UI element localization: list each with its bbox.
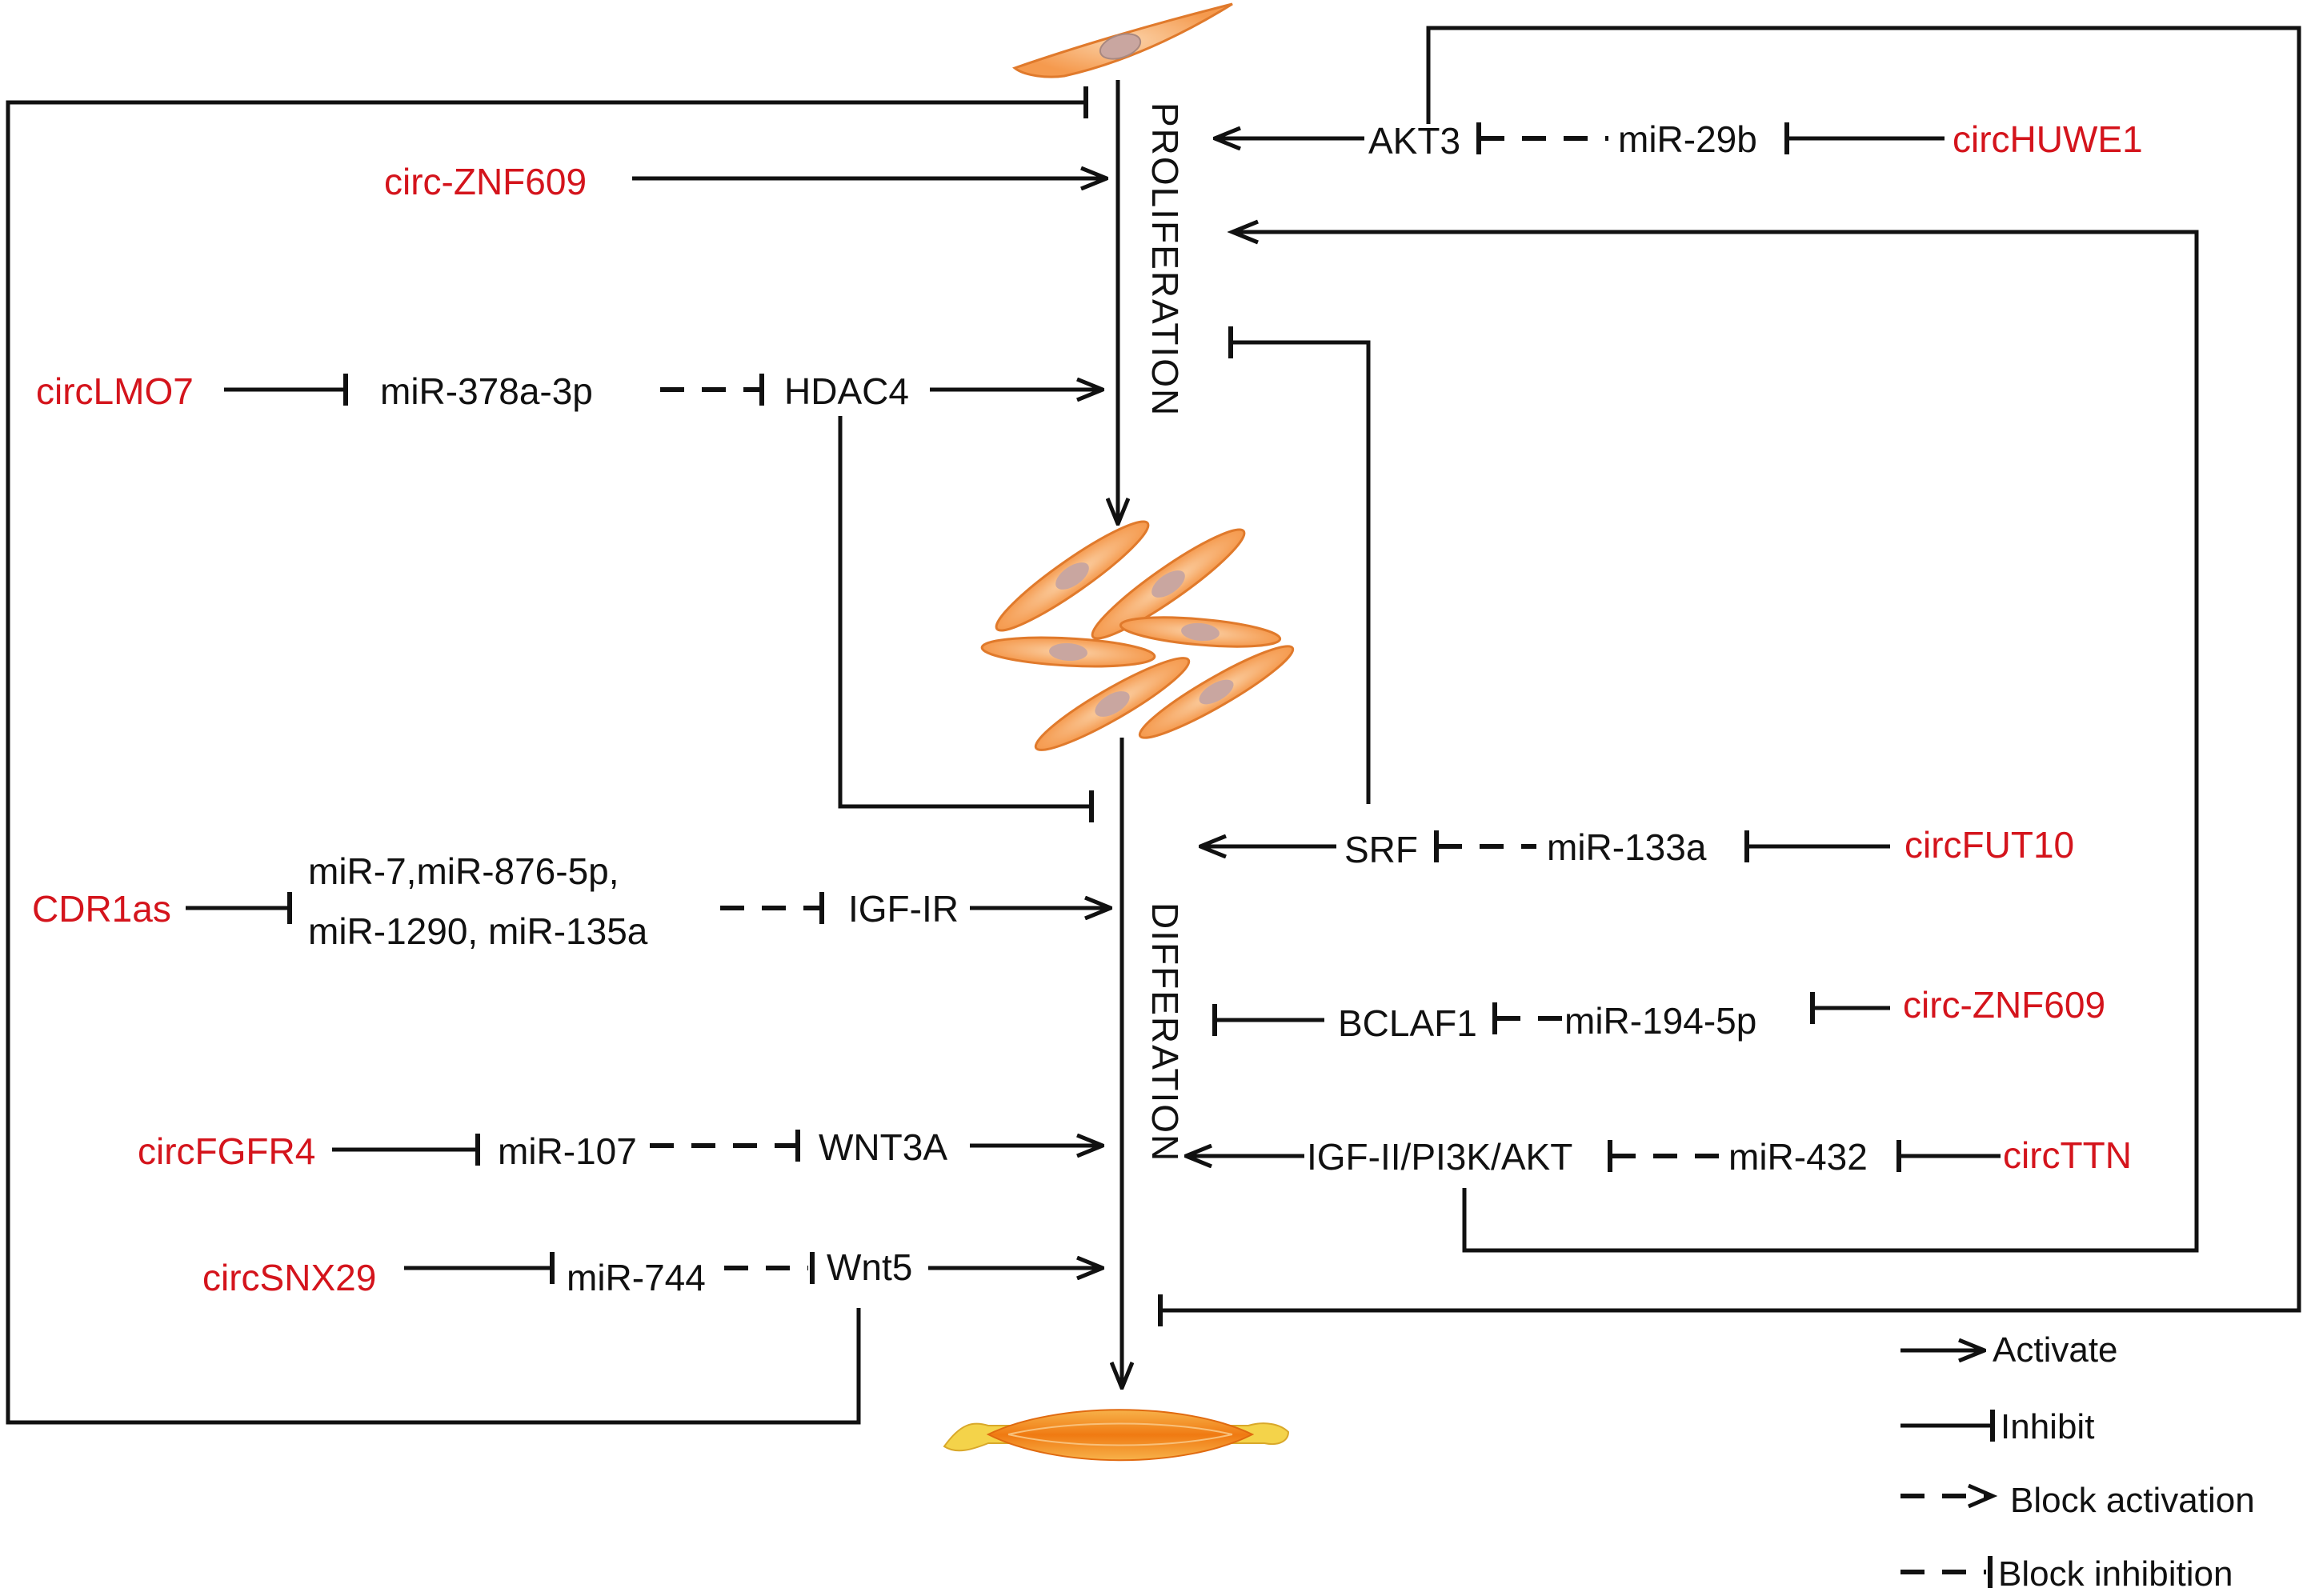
cdr1as-mirna-line2: miR-1290, miR-135a — [308, 910, 648, 952]
circfut10-label: circFUT10 — [1904, 824, 2074, 866]
proliferation-label: PROLIFERATION — [1144, 102, 1186, 417]
igf-ii-pi3k-akt-feedback-activate-line — [1227, 219, 2199, 1253]
mir-107-label: miR-107 — [498, 1130, 637, 1172]
mir-133a-label: miR-133a — [1547, 826, 1707, 868]
cdr1as-mirna-line1: miR-7,miR-876-5p, — [308, 850, 619, 892]
mir-194-5p-label: miR-194-5p — [1564, 1000, 1756, 1042]
legend-block-inhibition-label: Block inhibition — [1998, 1554, 2233, 1594]
circfgfr4-inhibit-line — [332, 1134, 480, 1166]
legend-block-inhibition: Block inhibition — [1900, 1554, 2233, 1594]
legend-block-activation-label: Block activation — [2010, 1481, 2255, 1520]
mir194-block-inhibition-line — [1492, 1002, 1564, 1034]
circfut10-inhibit-line — [1744, 830, 1890, 862]
bclaf1-inhibit-line — [1212, 1004, 1324, 1036]
legend-activate: Activate — [1900, 1330, 2118, 1370]
mir744-block-inhibition-line — [724, 1252, 815, 1284]
circsnx29-label: circSNX29 — [202, 1257, 376, 1298]
wnt5-label: Wnt5 — [827, 1246, 912, 1288]
hdac4-label: HDAC4 — [784, 370, 909, 412]
legend-activate-label: Activate — [1993, 1330, 2118, 1370]
cdr1as-mirna-block-inhibition-line — [720, 892, 824, 924]
legend-inhibit: Inhibit — [1900, 1407, 2094, 1446]
differation-label: DIFFERATION — [1144, 902, 1186, 1162]
circsnx29-inhibit-line — [404, 1252, 555, 1284]
mir-432-label: miR-432 — [1728, 1136, 1868, 1178]
srf-label: SRF — [1344, 829, 1418, 870]
wnt5-feedback-inhibit-line — [6, 86, 1088, 1425]
proliferating-cells-icon — [980, 520, 1295, 751]
legend-block-activation: Block activation — [1900, 1481, 2255, 1520]
srf-feedback-inhibit-line — [1228, 326, 1371, 804]
circhuwe1-label: circHUWE1 — [1953, 118, 2143, 160]
myotube-icon — [943, 1409, 1290, 1462]
myoblast-cell-icon — [1011, 2, 1233, 78]
legend-inhibit-label: Inhibit — [2001, 1407, 2094, 1446]
cdr1as-label: CDR1as — [32, 888, 171, 930]
akt3-label: AKT3 — [1368, 120, 1460, 162]
igf-ir-label: IGF-IR — [848, 888, 959, 930]
wnt3a-label: WNT3A — [819, 1126, 947, 1168]
legend: Activate Inhibit Block activation Block … — [1900, 1330, 2255, 1594]
akt3-feedback-inhibit-line — [1158, 26, 2301, 1326]
mir-29b-label: miR-29b — [1618, 118, 1757, 160]
mir133a-block-inhibition-line — [1434, 830, 1536, 862]
mir29b-block-inhibition-line — [1476, 122, 1608, 154]
circlmo7-label: circLMO7 — [36, 370, 194, 412]
cdr1as-inhibit-line — [186, 892, 292, 924]
circ-znf609-top-label: circ-ZNF609 — [384, 161, 587, 202]
circttn-inhibit-line — [1896, 1140, 2001, 1172]
mir378a-block-inhibition-line — [660, 374, 764, 406]
circfgfr4-label: circFGFR4 — [138, 1130, 315, 1172]
igf-ii-pi3k-akt-label: IGF-II/PI3K/AKT — [1307, 1136, 1572, 1178]
circhuwe1-inhibit-line — [1784, 122, 1945, 154]
mir-744-label: miR-744 — [567, 1257, 706, 1298]
circttn-label: circTTN — [2003, 1134, 2132, 1176]
circ-znf609-right-inhibit-line — [1810, 992, 1890, 1024]
mir432-block-inhibition-line — [1608, 1140, 1720, 1172]
hdac4-inhibit-differentiation-line — [838, 416, 1094, 822]
circlmo7-inhibit-line — [224, 374, 348, 406]
circ-znf609-right-label: circ-ZNF609 — [1903, 984, 2105, 1026]
mir-378a-3p-label: miR-378a-3p — [380, 370, 593, 412]
bclaf1-label: BCLAF1 — [1338, 1002, 1477, 1044]
mir107-block-inhibition-line — [650, 1130, 800, 1162]
